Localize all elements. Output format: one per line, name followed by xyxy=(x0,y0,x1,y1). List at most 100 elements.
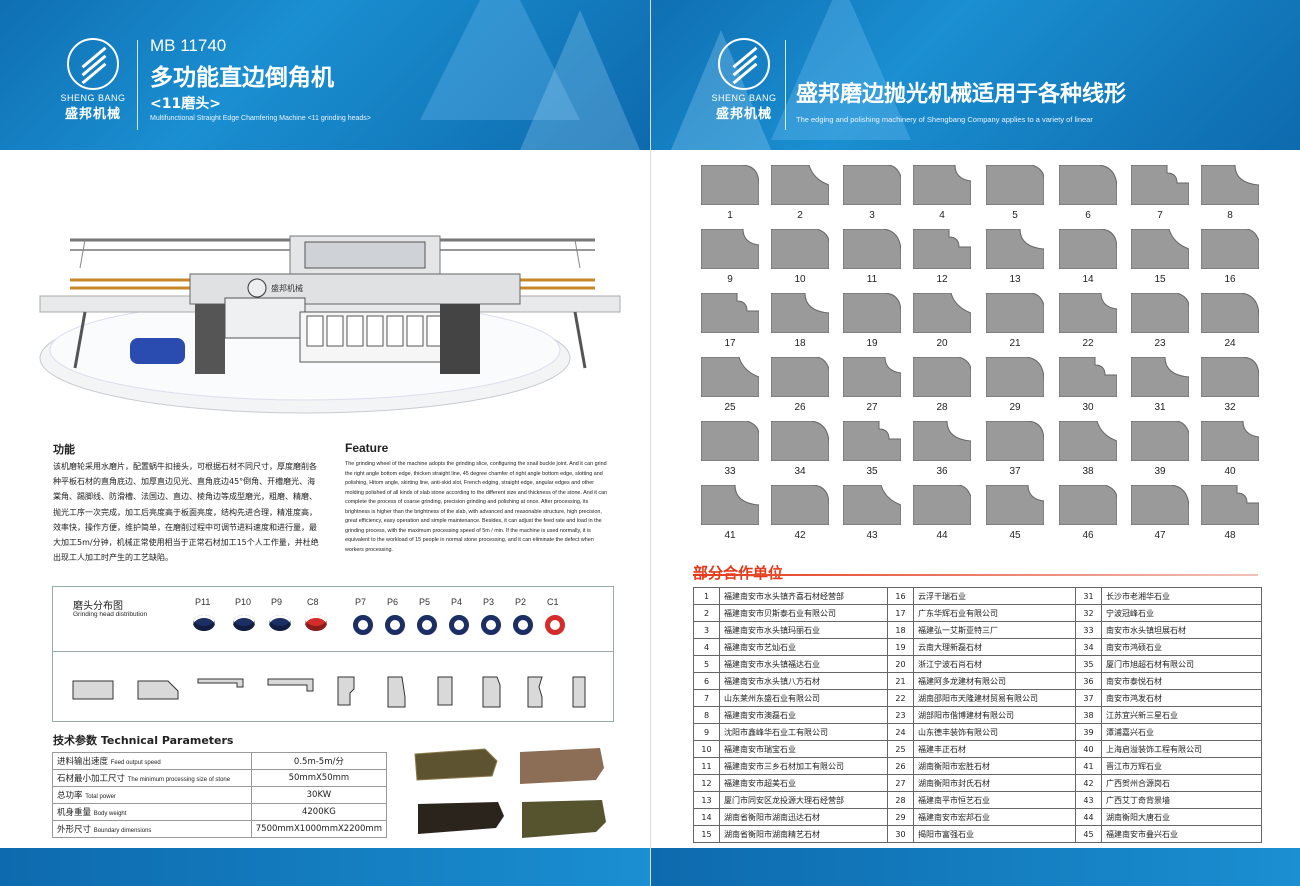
shape-number: 10 xyxy=(794,274,806,285)
partner-number: 22 xyxy=(887,689,914,707)
partner-name: 南安市鸿硕石业 xyxy=(1101,638,1262,656)
partner-name: 福建南安市超美石业 xyxy=(719,774,888,792)
edge-shape-23 xyxy=(1131,293,1189,333)
partner-number: 29 xyxy=(887,808,914,826)
partner-name: 沈阳市鑫峰华石业工有限公司 xyxy=(719,723,888,741)
partner-name: 湖南邵阳市天隆建材贸易有限公司 xyxy=(913,689,1076,707)
head-label: P3 xyxy=(483,597,495,607)
partner-name: 湖部阳市偕博建材有限公司 xyxy=(913,706,1076,724)
shape-number: 15 xyxy=(1154,274,1166,285)
edge-shape-15 xyxy=(1131,229,1189,269)
tech-heading: 技术参数 Technical Parameters xyxy=(53,734,234,747)
divider xyxy=(785,40,786,130)
shape-number: 6 xyxy=(1085,210,1091,221)
partner-number: 12 xyxy=(693,774,720,792)
brand-logo: SHENG BANG 盛邦机械 xyxy=(60,38,126,122)
edge-shape-19 xyxy=(843,293,901,333)
edge-shape-24 xyxy=(1201,293,1259,333)
edge-shape-33 xyxy=(701,421,759,461)
shape-number: 14 xyxy=(1082,274,1094,285)
shape-number: 41 xyxy=(724,530,736,541)
edge-shape-26 xyxy=(771,357,829,397)
partner-name: 云南大理新磊石材 xyxy=(913,638,1076,656)
partner-number: 32 xyxy=(1075,604,1102,622)
partner-number: 27 xyxy=(887,774,914,792)
partner-name: 山东德丰装饰有限公司 xyxy=(913,723,1076,741)
edge-shape-17 xyxy=(701,293,759,333)
shape-number: 45 xyxy=(1009,530,1021,541)
features-en-heading: Feature xyxy=(345,441,389,455)
tech-value: 50mmX50mm xyxy=(250,769,388,787)
tech-row: 石材最小加工尺寸 The minimum processing size of … xyxy=(52,769,388,787)
partner-name: 福建南安市叠兴石业 xyxy=(1101,825,1262,843)
shape-number: 3 xyxy=(869,210,875,221)
head-label: P9 xyxy=(271,597,283,607)
edge-shape-9 xyxy=(701,229,759,269)
grinding-ring-icon xyxy=(449,615,469,635)
edge-shape-29 xyxy=(986,357,1044,397)
partner-number: 36 xyxy=(1075,672,1102,690)
divider xyxy=(137,40,138,130)
partner-number: 4 xyxy=(693,638,720,656)
shape-number: 5 xyxy=(1012,210,1018,221)
grind-title-en: Grinding head distribution xyxy=(73,611,148,618)
shape-number: 4 xyxy=(939,210,945,221)
head-label: P11 xyxy=(195,597,211,607)
page-title: 多功能直边倒角机 xyxy=(150,65,334,91)
shape-number: 16 xyxy=(1224,274,1236,285)
partner-number: 42 xyxy=(1075,774,1102,792)
edge-shape-48 xyxy=(1201,485,1259,525)
partner-name: 广西艾丁奇背景墙 xyxy=(1101,791,1262,809)
shape-number: 35 xyxy=(866,466,878,477)
divider xyxy=(693,574,1258,576)
edge-shape-21 xyxy=(986,293,1044,333)
partner-name: 南安市鸿发石材 xyxy=(1101,689,1262,707)
partner-number: 30 xyxy=(887,825,914,843)
tech-value: 7500mmX1000mmX2200mm xyxy=(250,820,388,838)
edge-shape-37 xyxy=(986,421,1044,461)
shape-number: 22 xyxy=(1082,338,1094,349)
edge-shape-18 xyxy=(771,293,829,333)
shape-number: 1 xyxy=(727,210,733,221)
partner-name: 福建南安市贝斯泰石业有限公司 xyxy=(719,604,888,622)
partner-number: 8 xyxy=(693,706,720,724)
edge-shape-22 xyxy=(1059,293,1117,333)
partner-name: 潭浦嘉兴石业 xyxy=(1101,723,1262,741)
partners-title: 部分合作单位 xyxy=(693,564,784,582)
shape-number: 40 xyxy=(1224,466,1236,477)
shape-number: 23 xyxy=(1154,338,1166,349)
partner-number: 3 xyxy=(693,621,720,639)
partner-number: 39 xyxy=(1075,723,1102,741)
partner-number: 13 xyxy=(693,791,720,809)
shape-number: 9 xyxy=(727,274,733,285)
shape-number: 25 xyxy=(724,402,736,413)
partner-number: 2 xyxy=(693,604,720,622)
left-footer-banner xyxy=(0,848,650,886)
tech-value: 0.5m-5m/分 xyxy=(250,752,388,770)
edge-shape-27 xyxy=(843,357,901,397)
edge-shape-47 xyxy=(1131,485,1189,525)
shape-number: 2 xyxy=(797,210,803,221)
head-label: C1 xyxy=(547,597,559,607)
model-number: MB 11740 xyxy=(150,36,227,55)
shape-number: 26 xyxy=(794,402,806,413)
partner-name: 湖南衡阳大唐石业 xyxy=(1101,808,1262,826)
edge-shape-39 xyxy=(1131,421,1189,461)
edge-shape-1 xyxy=(701,165,759,205)
tech-value: 30KW xyxy=(250,786,388,804)
head-label: P7 xyxy=(355,597,367,607)
edge-shape-43 xyxy=(843,485,901,525)
partner-name: 湖南衡阳市封氏石材 xyxy=(913,774,1076,792)
